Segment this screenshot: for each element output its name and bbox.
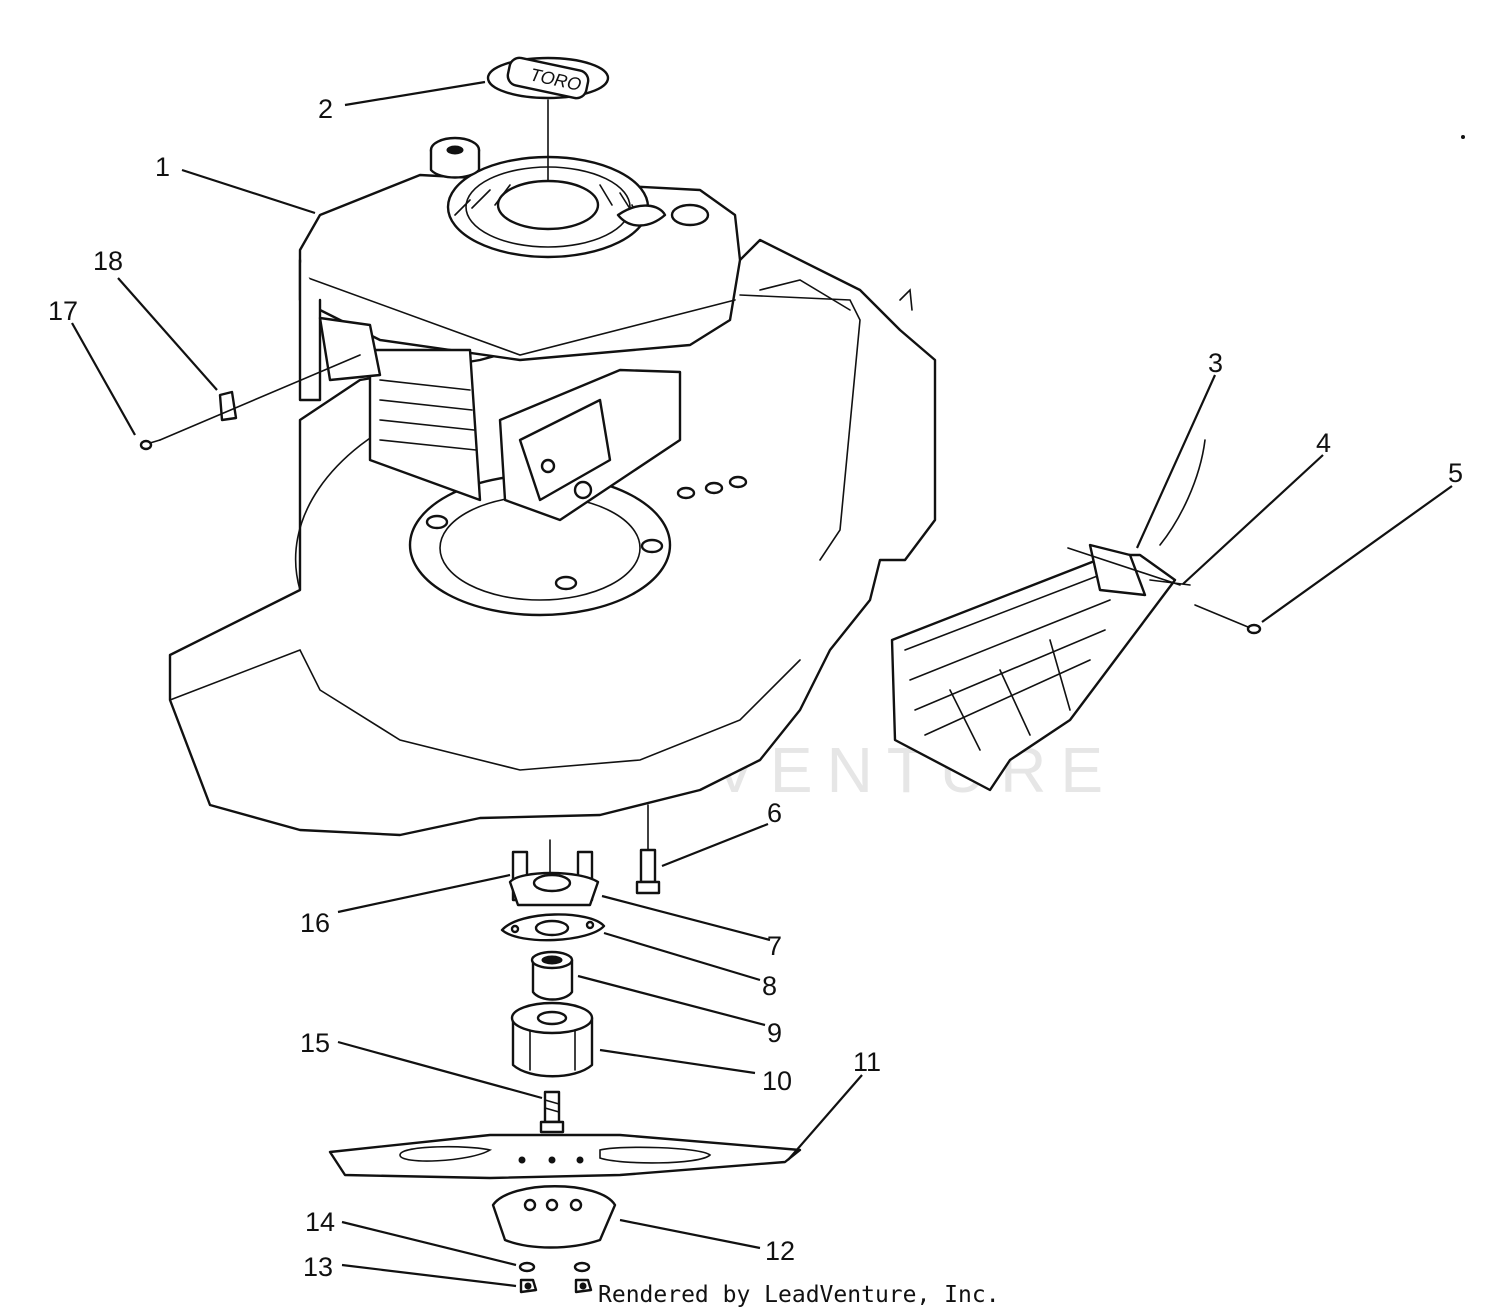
callout-12: 12 xyxy=(765,1236,795,1266)
callout-2: 2 xyxy=(318,94,333,124)
blade-adapter-10 xyxy=(510,1001,594,1078)
mower-deck xyxy=(168,238,937,837)
engine xyxy=(298,136,742,522)
adapter-plate-7 xyxy=(508,871,600,907)
callout-7: 7 xyxy=(767,931,782,961)
callout-15: 15 xyxy=(300,1028,330,1058)
leader-lines xyxy=(71,80,1453,1288)
rear-door-grille xyxy=(890,439,1262,792)
callout-10: 10 xyxy=(762,1066,792,1096)
gasket-8 xyxy=(500,913,606,942)
blade-11 xyxy=(328,1133,802,1180)
callout-4: 4 xyxy=(1316,428,1331,458)
callout-3: 3 xyxy=(1208,348,1223,378)
callout-5: 5 xyxy=(1448,458,1463,488)
spacer-9 xyxy=(530,950,574,1001)
lockwashers-14 xyxy=(518,1261,591,1273)
toro-decal: TORO xyxy=(486,56,610,100)
callout-1: 1 xyxy=(155,152,170,182)
screw-small xyxy=(139,439,161,451)
callout-6: 6 xyxy=(767,798,782,828)
callout-14: 14 xyxy=(305,1207,335,1237)
callout-18: 18 xyxy=(93,246,123,276)
callout-13: 13 xyxy=(303,1252,333,1282)
nuts-13 xyxy=(519,1278,593,1294)
callout-8: 8 xyxy=(762,971,777,1001)
bolt-15 xyxy=(539,1090,565,1134)
bolt-6 xyxy=(635,848,661,895)
blade-stiffener-12 xyxy=(491,1185,617,1249)
callout-9: 9 xyxy=(767,1018,782,1048)
credit-text: Rendered by LeadVenture, Inc. xyxy=(598,1282,1000,1308)
callout-16: 16 xyxy=(300,908,330,938)
callout-numbers: 1 2 3 4 5 6 7 8 9 10 11 12 13 14 15 16 1… xyxy=(48,94,1463,1282)
clip-bracket xyxy=(218,390,238,422)
speck-mark xyxy=(1461,135,1465,139)
callout-17: 17 xyxy=(48,296,78,326)
callout-11: 11 xyxy=(853,1047,881,1077)
